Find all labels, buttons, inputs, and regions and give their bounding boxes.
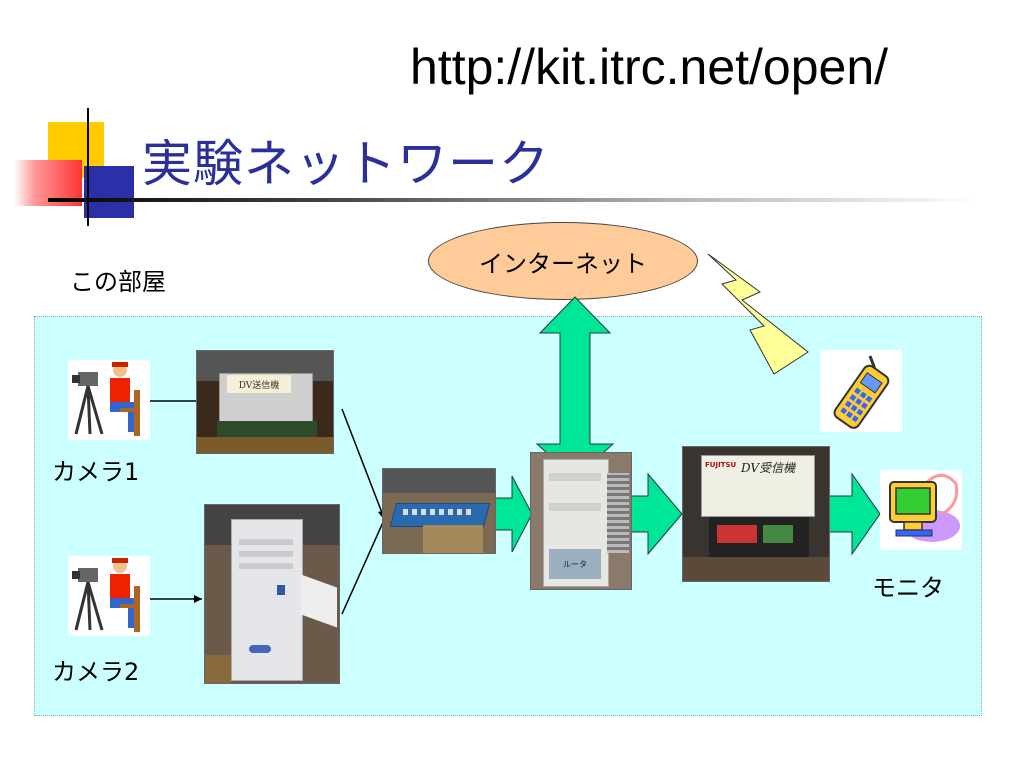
- monitor-label: モニタ: [872, 574, 944, 602]
- decor-horizontal-line: [48, 198, 978, 202]
- camera1-label: カメラ1: [52, 458, 140, 486]
- page-title: 実験ネットワーク: [142, 135, 550, 193]
- router-photo: ルータ: [530, 452, 632, 590]
- receiver-to-monitor-arrow: [827, 472, 881, 556]
- dv-receiver-text: DV受信機: [741, 461, 796, 475]
- router-text: ルータ: [563, 559, 587, 569]
- dv-sender-photo: DV送信機: [196, 350, 334, 454]
- wireless-lightning: [707, 253, 809, 375]
- monitor-icon: [880, 470, 962, 550]
- hub-photo: [382, 468, 496, 554]
- dv-receiver-photo: FUJITSU DV受信機: [682, 446, 830, 582]
- decor-vertical-line: [87, 108, 89, 226]
- internet-cloud: インターネット: [428, 222, 698, 300]
- sender-to-hub-line: [341, 408, 385, 519]
- dv-receiver-brand: FUJITSU: [705, 461, 737, 469]
- hub-to-router-arrow: [493, 475, 533, 553]
- pc-to-hub-line: [341, 519, 385, 615]
- camera2-icon: [68, 556, 150, 636]
- internet-router-arrow: [535, 296, 615, 479]
- camera1-icon: [68, 360, 150, 440]
- decor-blue-square: [84, 166, 134, 218]
- cellphone-icon: [820, 350, 902, 432]
- camera2-label: カメラ2: [52, 658, 140, 686]
- pc-tower-photo: [204, 504, 340, 684]
- header-url: http://kit.itrc.net/open/: [410, 39, 889, 95]
- internet-label: インターネット: [479, 249, 647, 278]
- room-label: この部屋: [70, 268, 166, 296]
- dv-sender-text: DV送信機: [238, 380, 280, 391]
